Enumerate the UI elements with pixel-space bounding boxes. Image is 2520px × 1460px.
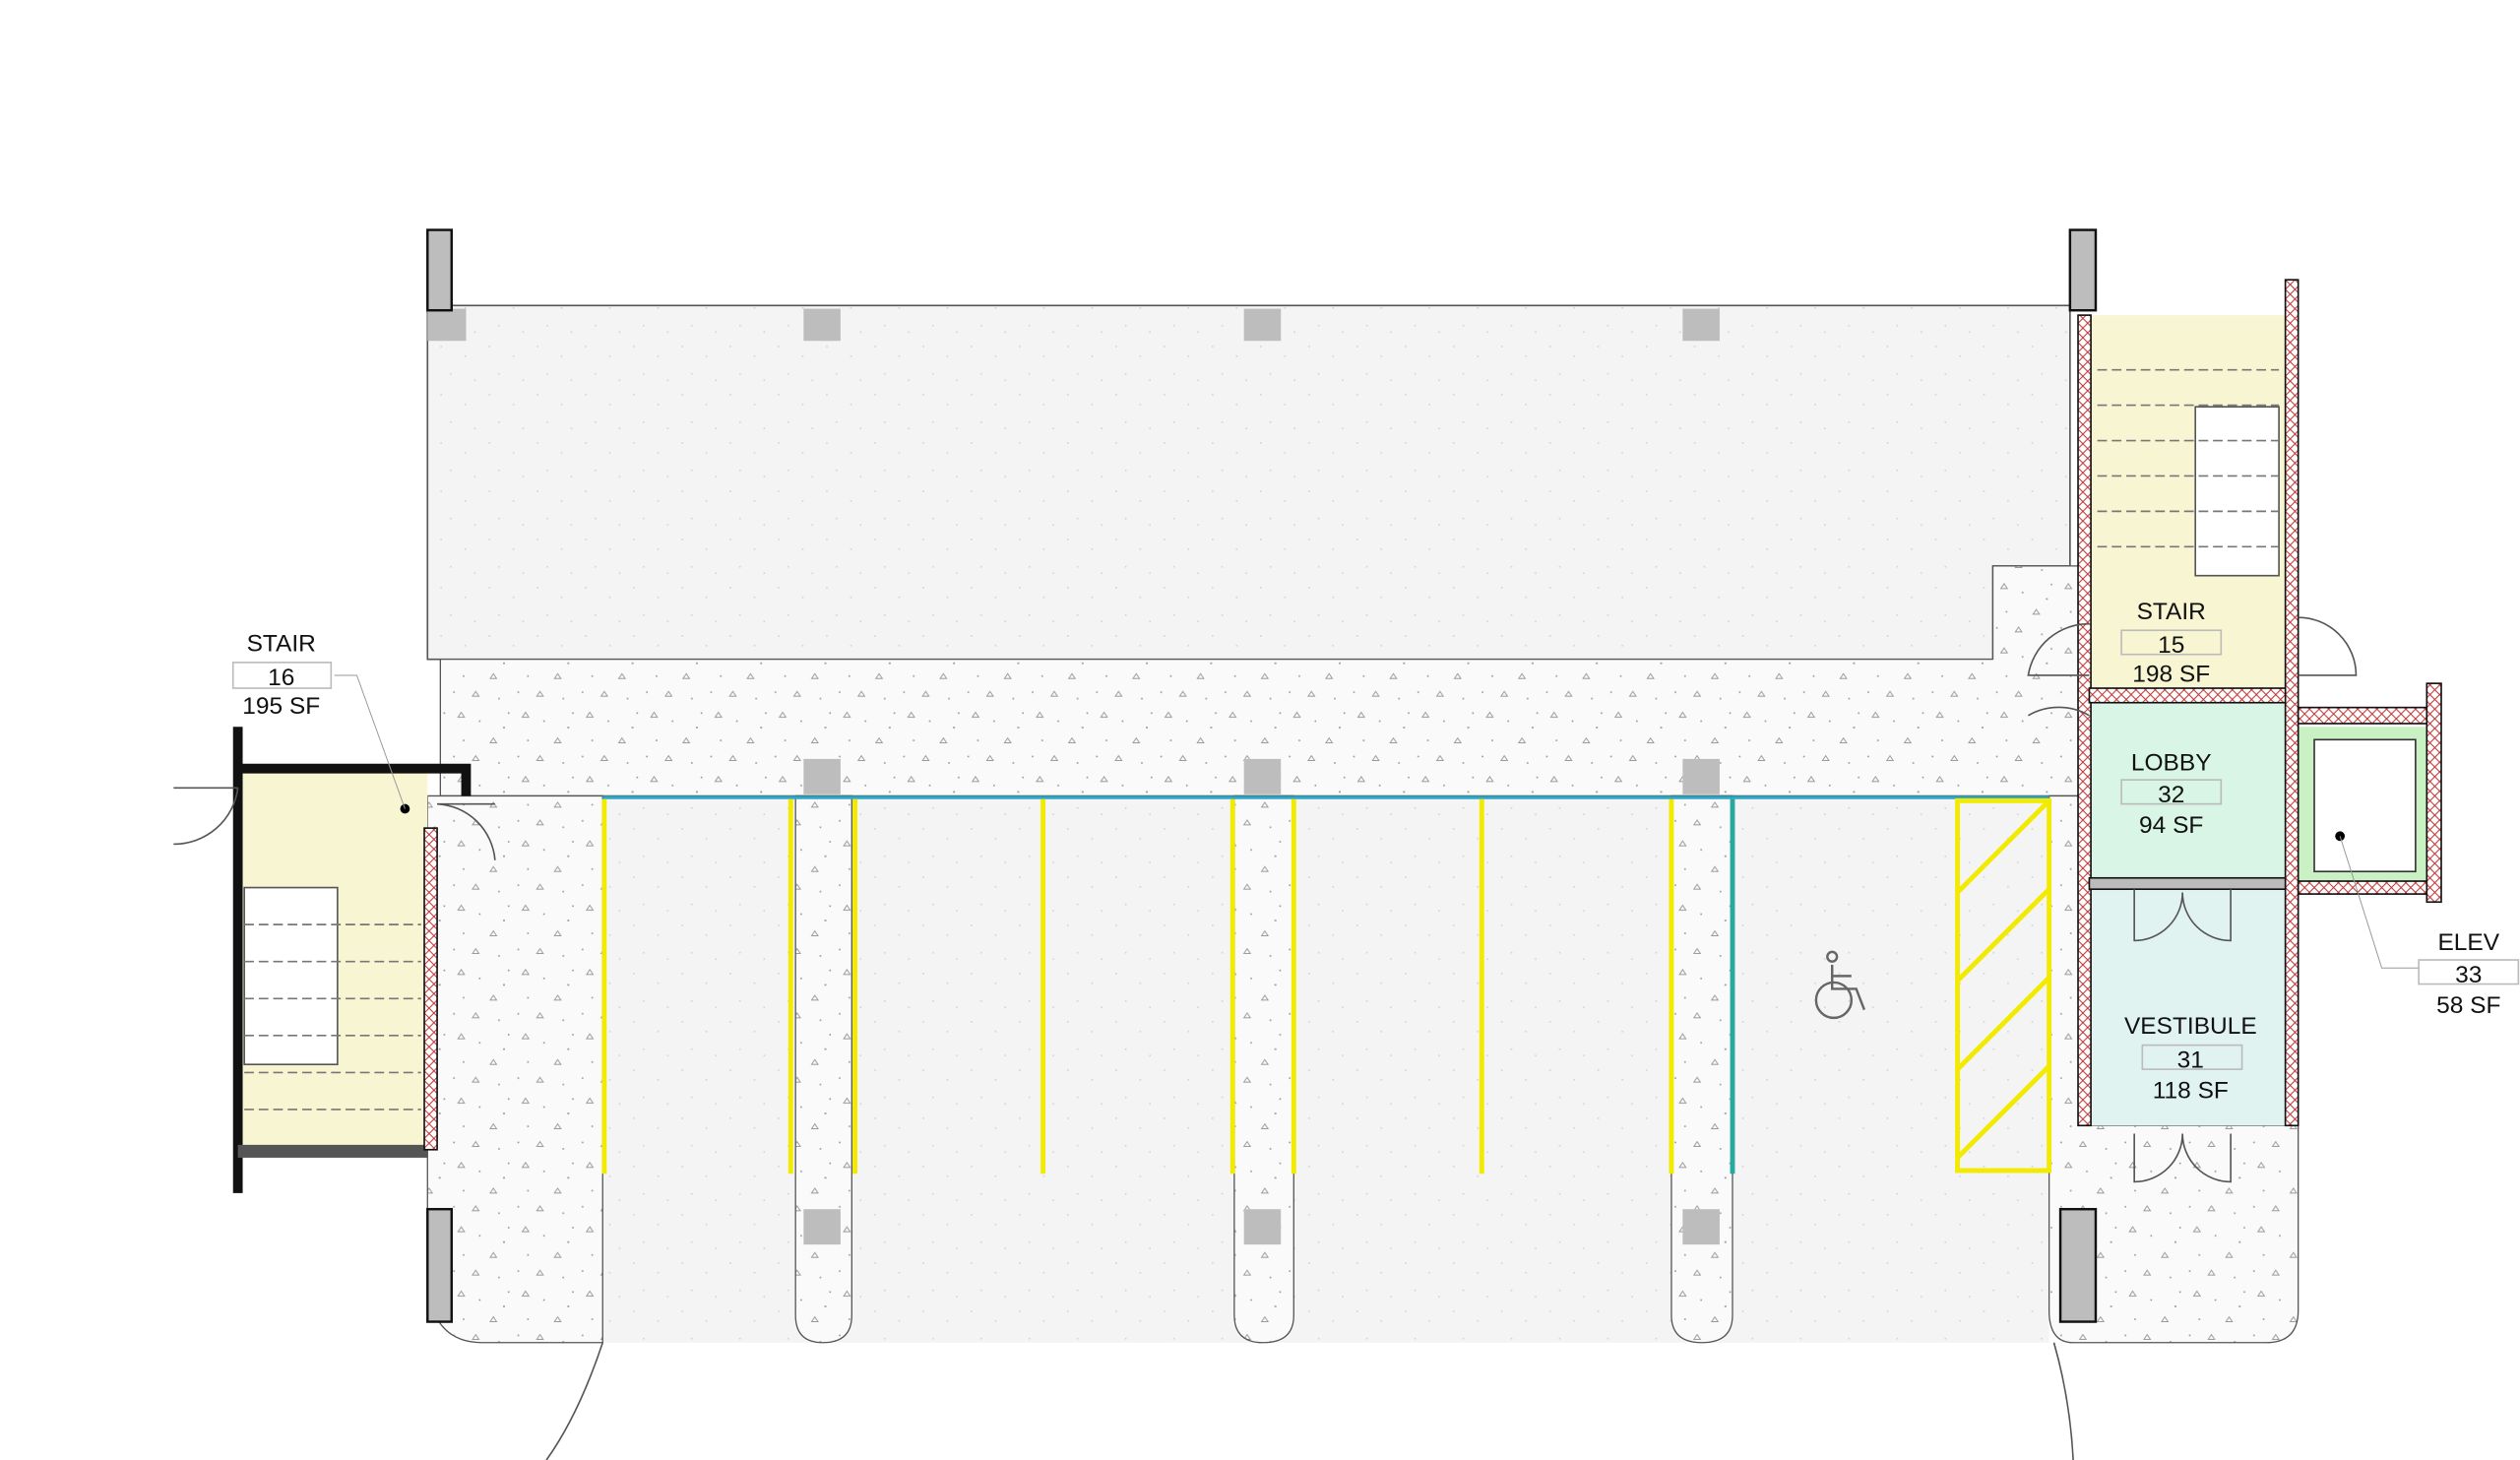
room-name: LOBBY (2131, 749, 2212, 776)
room-tag-vestibule-31: VESTIBULE 31 118 SF (2124, 1013, 2257, 1104)
room-number: 15 (2158, 632, 2184, 659)
room-number: 33 (2455, 962, 2482, 988)
drive-curve-left (545, 1342, 604, 1460)
room-name: STAIR (2137, 599, 2206, 625)
columns (427, 308, 1720, 1245)
room-area: 94 SF (2139, 812, 2203, 839)
room-area: 58 SF (2436, 992, 2500, 1019)
parking-stripes (601, 798, 1735, 1174)
room-area: 118 SF (2153, 1078, 2229, 1105)
wheelchair-accessible-icon (1814, 950, 1866, 1020)
room-number: 16 (268, 665, 294, 691)
room-number: 31 (2177, 1047, 2204, 1073)
wall-piers (426, 228, 2098, 1323)
room-tag-stair-16: STAIR 16 195 SF (231, 630, 333, 720)
sidewalk-left (426, 794, 603, 1344)
room-tag-lobby-32: LOBBY 32 94 SF (2120, 749, 2223, 839)
upper-slab (426, 304, 2071, 661)
room-tag-stair-15: STAIR 15 198 SF (2120, 599, 2223, 688)
drive-curve-right (2052, 1342, 2074, 1460)
room-area: 198 SF (2132, 661, 2210, 687)
room-area: 195 SF (242, 693, 320, 720)
access-aisle-hatch (1955, 797, 2052, 1174)
right-core (2027, 279, 2442, 1183)
room-name: ELEV (2437, 929, 2499, 956)
parking-islands (794, 794, 1733, 1344)
stair-16-room (173, 674, 496, 1193)
sidewalk-right (2048, 794, 2300, 1344)
room-name: STAIR (247, 630, 316, 657)
room-name: VESTIBULE (2124, 1013, 2257, 1040)
room-tag-elev-33: ELEV 33 58 SF (2418, 929, 2520, 1019)
room-number: 32 (2158, 782, 2184, 808)
